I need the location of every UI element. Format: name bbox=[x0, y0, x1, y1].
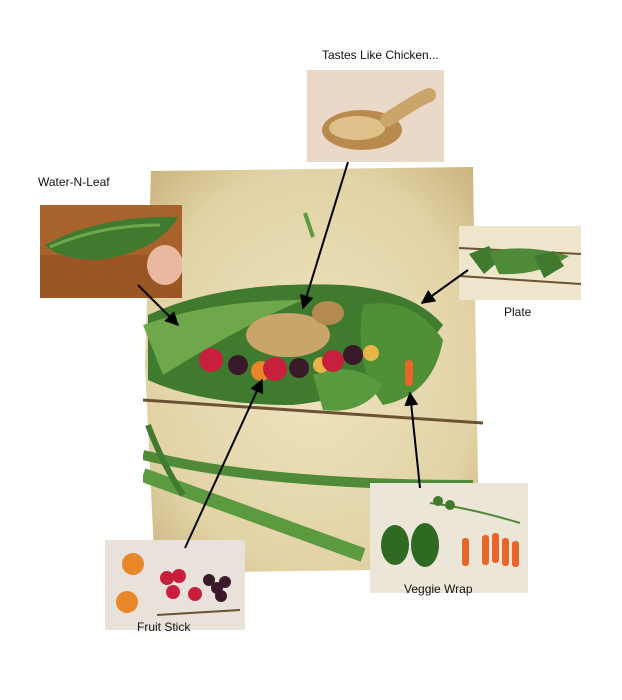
fruit-stick-photo bbox=[105, 540, 245, 630]
label-tastes-like-chicken: Tastes Like Chicken... bbox=[322, 48, 439, 62]
plate-photo bbox=[459, 226, 581, 300]
chicken-photo bbox=[307, 70, 444, 162]
veggie-wrap-photo bbox=[370, 483, 528, 593]
label-veggie-wrap: Veggie Wrap bbox=[404, 582, 473, 596]
label-fruit-stick: Fruit Stick bbox=[137, 620, 191, 634]
water-n-leaf-photo bbox=[40, 205, 182, 298]
label-plate: Plate bbox=[504, 305, 532, 319]
label-water-n-leaf: Water-N-Leaf bbox=[38, 175, 110, 189]
